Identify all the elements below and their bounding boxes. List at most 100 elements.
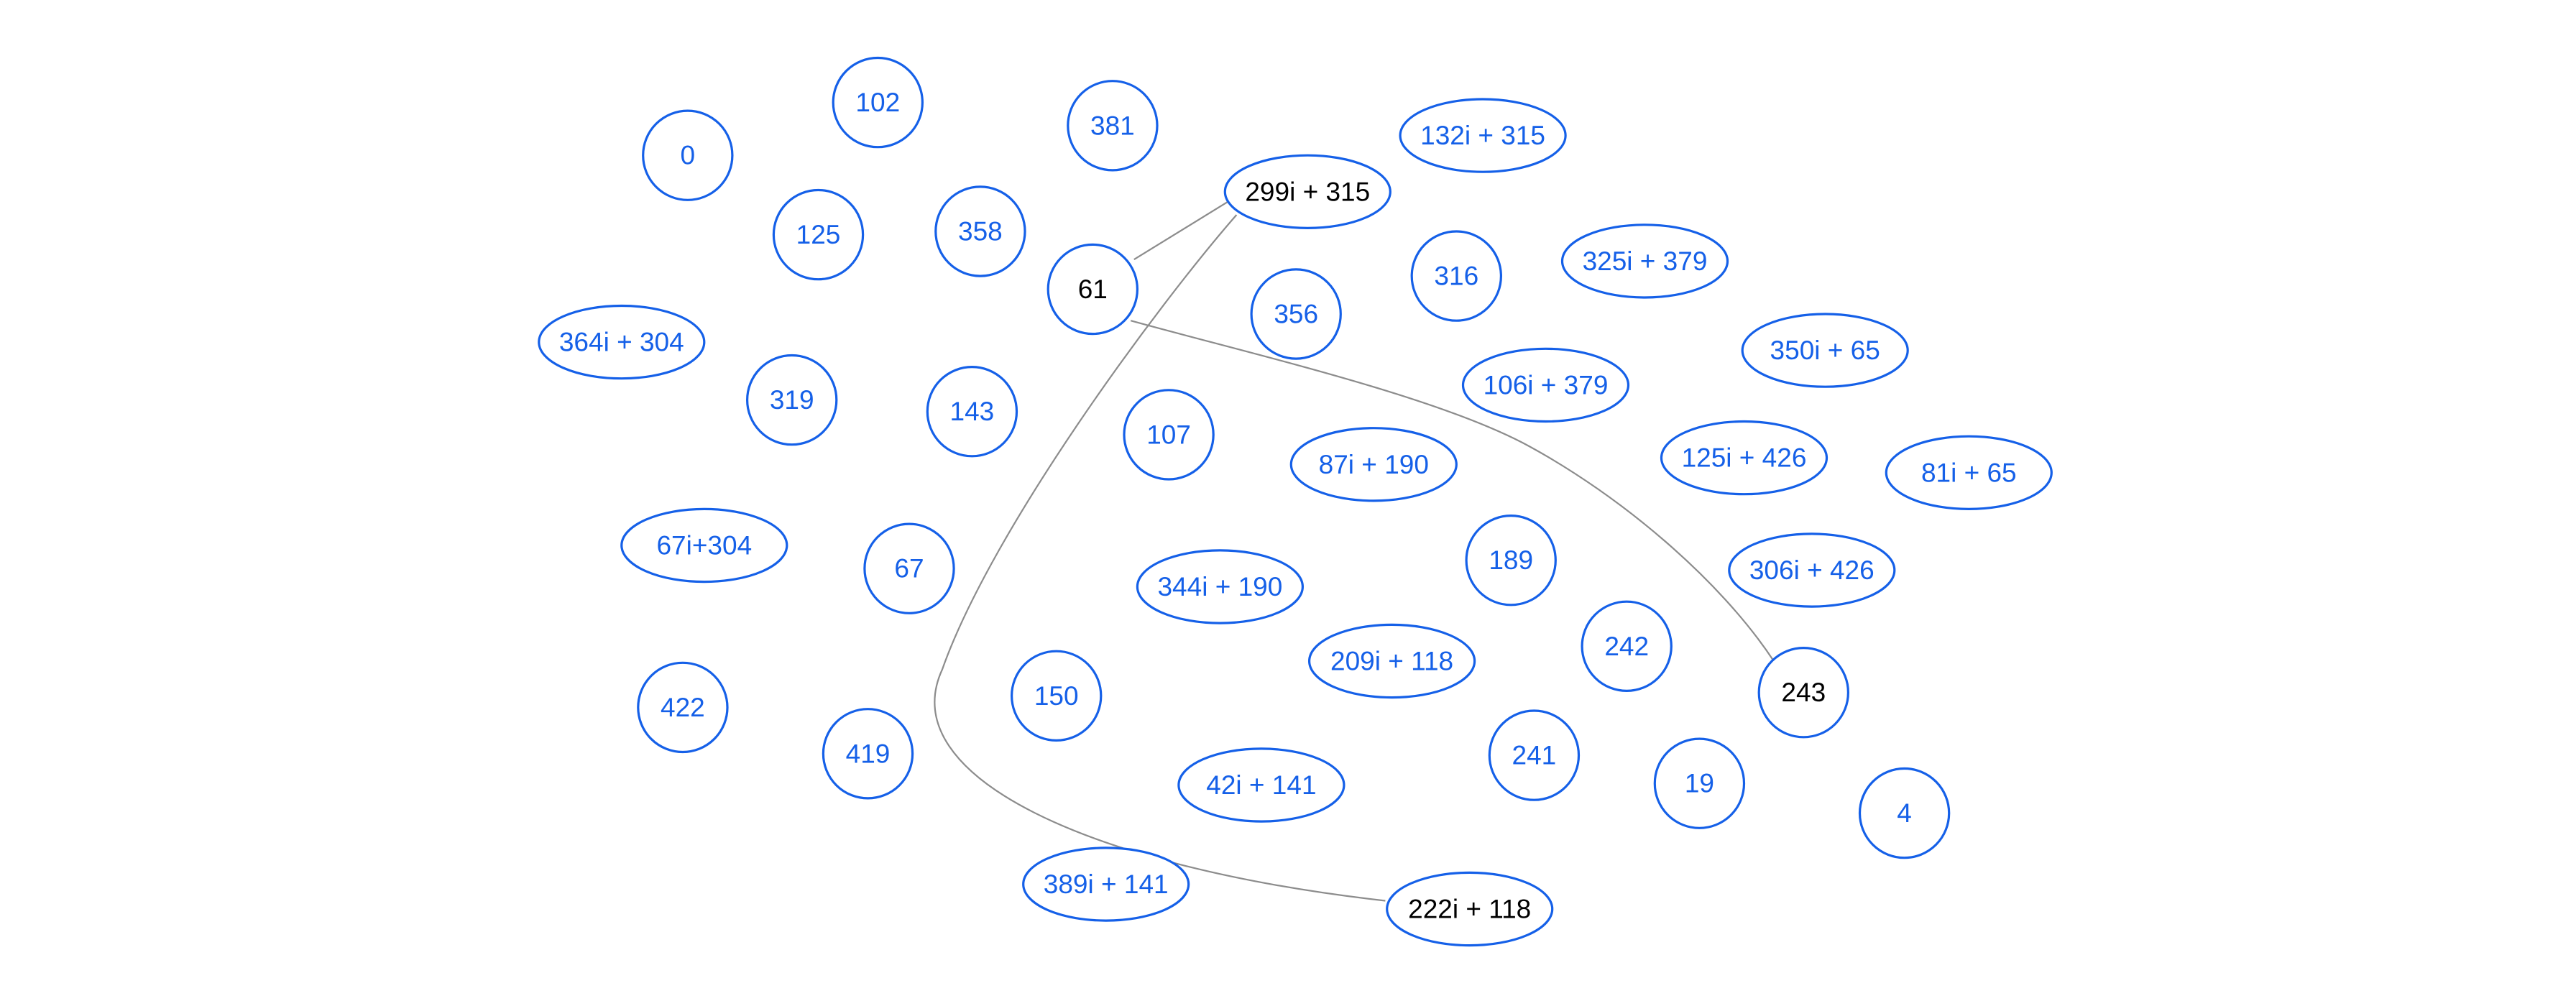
graph-node: 61 (1046, 243, 1139, 336)
node-ellipse (1386, 871, 1554, 947)
node-label: 0 (681, 141, 696, 170)
node-circle (1858, 767, 1951, 859)
node-ellipse (1560, 223, 1729, 299)
graph-node: 4 (1858, 767, 1951, 859)
graph-node: 325i + 379 (1560, 223, 1729, 299)
node-ellipse (1307, 623, 1476, 699)
graph-node: 356 (1250, 268, 1342, 360)
node-ellipse (1022, 847, 1190, 922)
node-ellipse (1136, 549, 1305, 624)
graph-node: 102 (832, 56, 924, 149)
node-circle (637, 661, 729, 754)
node-label: 306i + 426 (1749, 555, 1874, 585)
node-label: 4 (1897, 798, 1912, 828)
node-label: 209i + 118 (1330, 647, 1453, 676)
node-label: 422 (661, 693, 705, 722)
node-ellipse (1289, 427, 1458, 502)
graph-node: 389i + 141 (1022, 847, 1190, 922)
node-circle (1250, 268, 1342, 360)
node-label: 125i + 426 (1682, 443, 1807, 473)
node-circle (1488, 709, 1581, 801)
graph-node: 67i+304 (620, 507, 788, 583)
node-circle (1757, 647, 1849, 739)
graph-node: 209i + 118 (1307, 623, 1476, 699)
graph-node: 67 (863, 522, 955, 614)
node-circle (1465, 515, 1557, 606)
graph-node: 242 (1581, 600, 1673, 693)
graph-node: 422 (637, 661, 729, 754)
graph-node: 87i + 190 (1289, 427, 1458, 502)
nodes-layer: 0 102 381 132i + 315 299i + 315 125 358 61 316 32… (538, 56, 2053, 947)
graph-node: 125 (772, 188, 865, 281)
node-label: 143 (950, 397, 995, 426)
node-ellipse (538, 304, 706, 380)
node-circle (1046, 243, 1139, 336)
node-label: 389i + 141 (1044, 869, 1169, 899)
node-label: 344i + 190 (1157, 572, 1282, 601)
node-circle (1410, 230, 1503, 322)
graph-node: 319 (745, 354, 838, 446)
node-label: 243 (1781, 678, 1826, 707)
node-ellipse (1223, 154, 1392, 229)
graph-node: 150 (1010, 650, 1103, 742)
graph-node: 0 (642, 109, 734, 201)
node-circle (772, 188, 865, 281)
node-label: 150 (1034, 681, 1079, 711)
node-ellipse (1728, 532, 1896, 608)
edge-n61-n299i315 (1133, 193, 1242, 261)
node-label: 358 (958, 217, 1003, 246)
node-label: 325i + 379 (1583, 246, 1708, 276)
graph-node: 42i + 141 (1177, 747, 1346, 823)
node-circle (1010, 650, 1103, 742)
node-label: 125 (796, 220, 841, 249)
graph-node: 316 (1410, 230, 1503, 322)
graph-node: 381 (1067, 80, 1159, 172)
graph-node: 350i + 65 (1741, 313, 1909, 388)
node-ellipse (1660, 420, 1828, 496)
node-label: 67 (894, 554, 924, 583)
node-label: 222i + 118 (1408, 895, 1531, 924)
node-circle (832, 56, 924, 149)
node-label: 19 (1685, 769, 1714, 798)
graph-node: 143 (926, 366, 1018, 458)
graph-node: 364i + 304 (538, 304, 706, 380)
graph-node: 222i + 118 (1386, 871, 1554, 947)
node-circle (1067, 80, 1159, 172)
node-ellipse (620, 507, 788, 583)
node-label: 364i + 304 (559, 328, 684, 357)
graph-node: 299i + 315 (1223, 154, 1392, 229)
node-label: 350i + 65 (1770, 336, 1880, 365)
node-circle (934, 185, 1026, 277)
node-label: 61 (1078, 275, 1108, 304)
node-circle (822, 708, 914, 800)
graph-node: 132i + 315 (1399, 98, 1567, 173)
node-circle (926, 366, 1018, 458)
graph-node: 241 (1488, 709, 1581, 801)
node-ellipse (1177, 747, 1346, 823)
node-circle (1653, 737, 1746, 829)
node-circle (642, 109, 734, 201)
node-label: 319 (770, 385, 814, 415)
graph-node: 125i + 426 (1660, 420, 1828, 496)
node-label: 299i + 315 (1245, 177, 1370, 206)
node-label: 419 (846, 739, 891, 768)
node-ellipse (1461, 347, 1630, 423)
node-circle (1123, 389, 1215, 481)
graph-node: 81i + 65 (1885, 435, 2053, 511)
graph-node: 19 (1653, 737, 1746, 829)
node-label: 189 (1489, 545, 1533, 575)
node-circle (1581, 600, 1673, 693)
node-label: 381 (1090, 111, 1135, 140)
graph-node: 107 (1123, 389, 1215, 481)
node-label: 241 (1512, 741, 1557, 770)
graph-node: 106i + 379 (1461, 347, 1630, 423)
node-label: 132i + 315 (1420, 121, 1545, 150)
graph-node: 189 (1465, 515, 1557, 606)
node-label: 356 (1274, 300, 1318, 329)
edge-n61-n243 (1130, 320, 1775, 662)
node-label: 242 (1604, 632, 1649, 661)
node-ellipse (1399, 98, 1567, 173)
node-label: 42i + 141 (1206, 770, 1316, 800)
